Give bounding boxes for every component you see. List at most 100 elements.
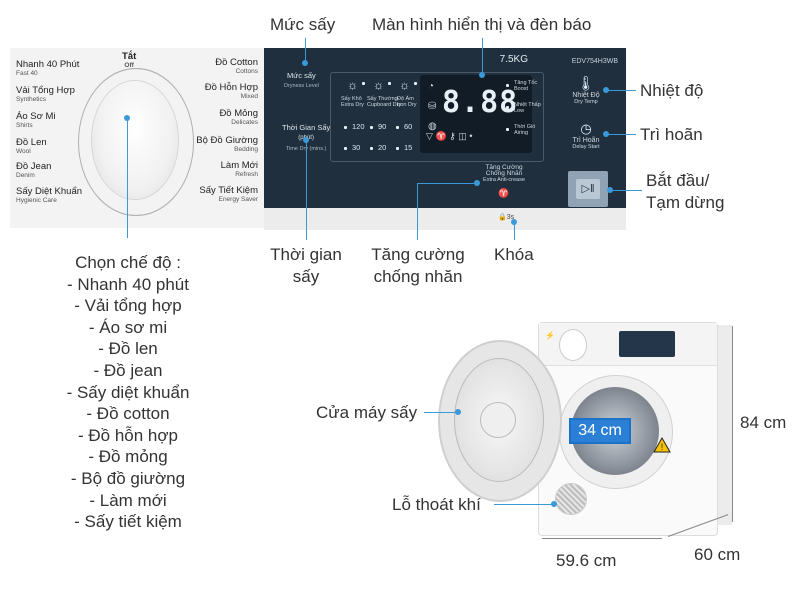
level-label: Sấy Khô: [341, 96, 362, 102]
air-vent-grille: [555, 483, 587, 515]
time-120[interactable]: 120: [352, 122, 365, 131]
annotation-start-pause-line2: Tạm dừng: [646, 193, 725, 212]
anti-crease-button[interactable]: Tăng Cường Chống Nhăn Extra Anti-crease …: [478, 164, 530, 205]
dryer-door[interactable]: [438, 340, 562, 502]
program-knob[interactable]: [92, 81, 178, 199]
dial-off-text: Tắt: [122, 51, 137, 62]
annotation-lock: Khóa: [494, 245, 534, 264]
dryer-top-panel: ⚡: [539, 323, 717, 366]
lock-hint: 🔒3s: [498, 213, 514, 221]
leader-line: [127, 118, 128, 238]
filter-icon: ▽: [426, 131, 433, 141]
sun-icon: ☼: [399, 78, 410, 92]
annotation-vent: Lỗ thoát khí: [392, 495, 481, 514]
dryer-mini-display: [619, 331, 675, 357]
time-30[interactable]: 30: [352, 143, 361, 152]
shirt-icon: ♈: [435, 131, 447, 141]
svg-text:!: !: [661, 442, 664, 452]
width-dimension-line: [542, 538, 662, 539]
leader-line: [606, 134, 636, 135]
time-20[interactable]: 20: [378, 143, 387, 152]
anti-crease-sub: Extra Anti-crease: [483, 177, 525, 183]
dial-option-label: Đồ Cotton: [215, 57, 258, 68]
capacity-label: 7.5KG: [499, 54, 528, 65]
leader-line: [610, 190, 642, 191]
child-lock-icon: ⚷: [449, 131, 456, 141]
leader-dot: [302, 60, 308, 66]
dry-level-sub: Dryness Level: [284, 83, 319, 89]
annotation-dry-time-line1: Thời gian: [270, 245, 342, 264]
delay-button[interactable]: ◷ Trì Hoãn Delay Start: [562, 120, 610, 160]
leader-dot: [551, 501, 557, 507]
width-dimension: 59.6 cm: [556, 551, 617, 570]
dial-option-label: Sấy Diệt Khuẩn: [16, 186, 83, 197]
annotation-start-pause-line1: Bắt đầu/: [646, 171, 710, 190]
depth-dimension: 60 cm: [694, 545, 741, 564]
thermometer-icon: 🌡: [577, 75, 595, 91]
mode-list-item: - Sấy tiết kiệm: [74, 512, 182, 532]
time-15[interactable]: 15: [404, 143, 413, 152]
led-indicator: [388, 82, 391, 85]
water-tank-icon: ◫: [458, 131, 467, 141]
mode-list: Chọn chế độ : - Nhanh 40 phút - Vải tổng…: [38, 252, 218, 533]
status-icons: ▽ ♈ ⚷ ◫ •: [426, 131, 496, 145]
level-label: Độ Ẩm: [397, 96, 414, 102]
leader-line: [606, 90, 636, 91]
leader-dot: [603, 87, 609, 93]
time-90[interactable]: 90: [378, 122, 387, 131]
dial-option-label: Đồ Len: [16, 137, 47, 148]
display-digits: 8.88: [442, 85, 519, 120]
annotation-dry-time-line2: sấy: [292, 267, 320, 286]
dial-option-label: Đồ Hỗn Hợp: [204, 82, 258, 93]
indicator-sub: Airing: [514, 130, 529, 136]
dial-option-sub: Energy Saver: [218, 196, 258, 203]
start-pause-button[interactable]: ▷‖: [568, 171, 608, 207]
mode-list-item: - Áo sơ mi: [88, 317, 168, 337]
time-60[interactable]: 60: [404, 122, 413, 131]
dial-option-sub: Shirts: [16, 122, 33, 129]
mode-list-item: - Làm mới: [89, 490, 167, 510]
level-sub: Cupboard Dry: [367, 102, 402, 108]
sun-icon: ☼: [347, 78, 358, 92]
anti-crease-label2: Chống Nhăn: [485, 170, 523, 177]
leader-dot: [474, 180, 480, 186]
temperature-button[interactable]: 🌡 Nhiệt Độ Dry Temp: [562, 75, 610, 115]
play-pause-icon: ▷‖: [576, 179, 600, 199]
height-dimension-line: [732, 326, 733, 522]
led-indicator: [344, 126, 347, 129]
temp-label: Nhiệt Độ: [572, 92, 600, 99]
dial-option-sub: Synthetics: [16, 96, 46, 103]
delay-label: Trì Hoãn: [572, 137, 600, 144]
drop-icon: •: [469, 131, 473, 141]
mode-list-item: - Đồ jean: [93, 360, 163, 380]
indicator-label: Tăng Tốc: [514, 80, 538, 86]
led-indicator: [370, 147, 373, 150]
level-sub: Iron Dry: [397, 102, 417, 108]
door-filter: [480, 402, 516, 438]
dial-off-sub: Off: [124, 62, 134, 69]
annotation-dry-time: Thời gian sấy: [268, 244, 344, 288]
mode-list-item: - Đồ cotton: [86, 404, 170, 424]
dial-option-sub: Denim: [16, 172, 35, 179]
annotation-dry-level: Mức sấy: [270, 15, 336, 34]
